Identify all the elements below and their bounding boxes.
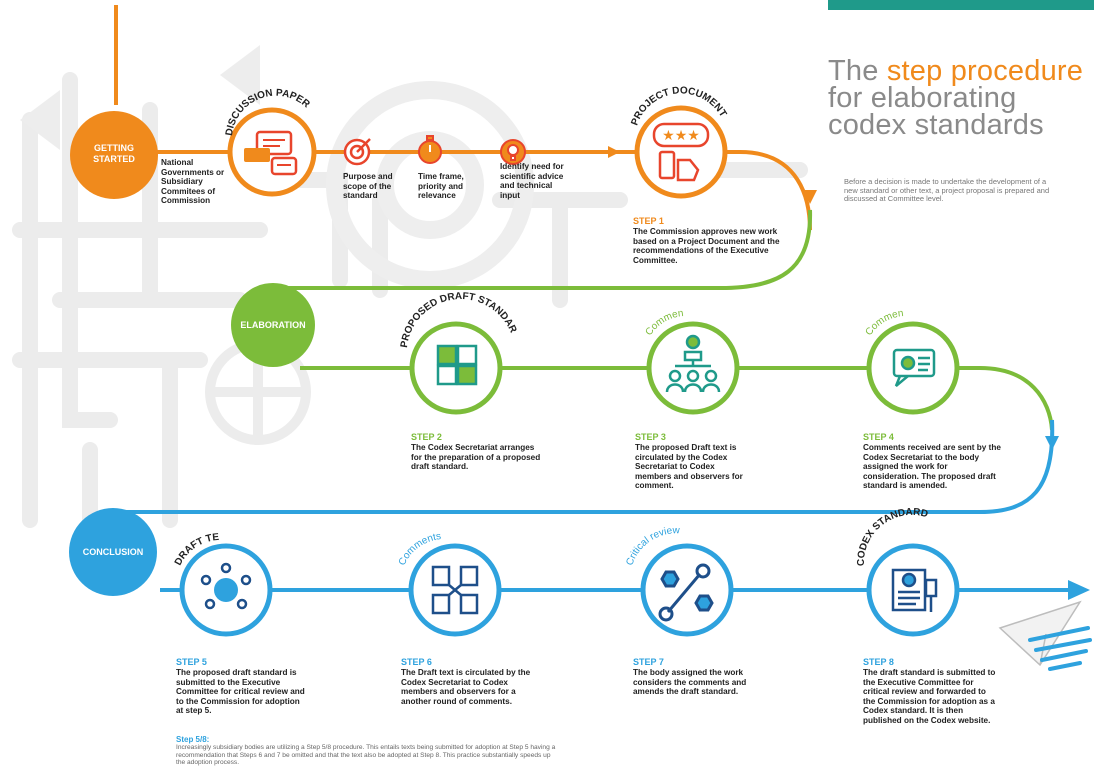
people-network-icon bbox=[665, 334, 721, 393]
stopwatch-icon bbox=[418, 135, 442, 164]
top-accent-bar bbox=[828, 0, 1094, 10]
step3-title: STEP 3 bbox=[635, 432, 666, 442]
elaboration-label: ELABORATION bbox=[240, 320, 306, 330]
step5-title: STEP 5 bbox=[176, 657, 207, 667]
svg-text:★★★: ★★★ bbox=[662, 128, 700, 144]
project-document-node bbox=[634, 105, 728, 199]
identify-text: Identify need for scientific advice and … bbox=[500, 162, 564, 200]
elaboration-circle bbox=[231, 283, 315, 367]
step6-text: The Draft text is circulated by the Code… bbox=[401, 668, 531, 706]
step3-text: The proposed Draft text is circulated by… bbox=[635, 443, 743, 491]
background-arrow bbox=[20, 45, 260, 150]
step7-title: STEP 7 bbox=[633, 657, 664, 667]
title-line3: codex standards bbox=[828, 109, 1044, 141]
round-table-icon bbox=[200, 562, 252, 610]
step2-text: The Codex Secretariat arranges for the p… bbox=[411, 443, 541, 472]
step7-text: The body assigned the work considers the… bbox=[633, 668, 747, 697]
step5-text: The proposed draft standard is submitted… bbox=[176, 668, 305, 716]
row2-path bbox=[300, 366, 1054, 431]
end-arrowhead bbox=[1068, 580, 1090, 600]
certificate-gavel-icon bbox=[891, 568, 938, 612]
step4-title: STEP 4 bbox=[863, 432, 894, 442]
timeframe-text: Time frame, priority and relevance bbox=[418, 172, 464, 201]
wrench-nuts-icon bbox=[658, 563, 714, 622]
conclusion-circle bbox=[69, 508, 157, 596]
row3-down-arrowhead bbox=[1045, 436, 1059, 450]
rating-review-icon: ★★★ bbox=[652, 122, 710, 182]
page-title: The step procedure for elaborating codex… bbox=[828, 55, 1084, 141]
purpose-text: Purpose and scope of the standard bbox=[343, 172, 393, 201]
step3-node bbox=[646, 321, 740, 415]
footnote-heading: Step 5/8: bbox=[176, 735, 210, 744]
row2-down-arrowhead bbox=[803, 190, 817, 204]
document-exchange-icon bbox=[431, 565, 479, 615]
step1-title: STEP 1 bbox=[633, 216, 664, 226]
comment-gear-icon bbox=[892, 348, 936, 387]
step1-text: The Commission approves new work based o… bbox=[633, 227, 780, 265]
target-icon bbox=[343, 138, 371, 166]
title-line2: for elaborating bbox=[828, 82, 1017, 114]
origin-text: National Governments or Subsidiary Commi… bbox=[161, 158, 225, 206]
getting-started-label: GETTING STARTED bbox=[93, 143, 135, 164]
paper-plane-icon bbox=[998, 600, 1092, 671]
lightbulb-gear-icon bbox=[500, 139, 526, 165]
step2-title: STEP 2 bbox=[411, 432, 442, 442]
step58-footnote: Step 5/8: Increasingly subsidiary bodies… bbox=[176, 736, 556, 767]
intro-text: Before a decision is made to undertake t… bbox=[844, 177, 1050, 204]
title-prefix: The bbox=[828, 55, 887, 87]
chat-bubbles-icon bbox=[244, 130, 298, 176]
step8-title: STEP 8 bbox=[863, 657, 894, 667]
step4-text: Comments received are sent by the Codex … bbox=[863, 443, 1001, 491]
step6-title: STEP 6 bbox=[401, 657, 432, 667]
row1-arrowhead bbox=[608, 146, 620, 158]
conclusion-label: CONCLUSION bbox=[82, 547, 144, 557]
row1-to-row2-curve bbox=[285, 209, 813, 290]
step8-text: The draft standard is submitted to the E… bbox=[863, 668, 996, 725]
footnote-text: Increasingly subsidiary bodies are utili… bbox=[176, 743, 556, 767]
puzzle-icon bbox=[436, 344, 478, 386]
getting-started-circle bbox=[70, 111, 158, 199]
title-highlight: step procedure bbox=[886, 55, 1084, 87]
